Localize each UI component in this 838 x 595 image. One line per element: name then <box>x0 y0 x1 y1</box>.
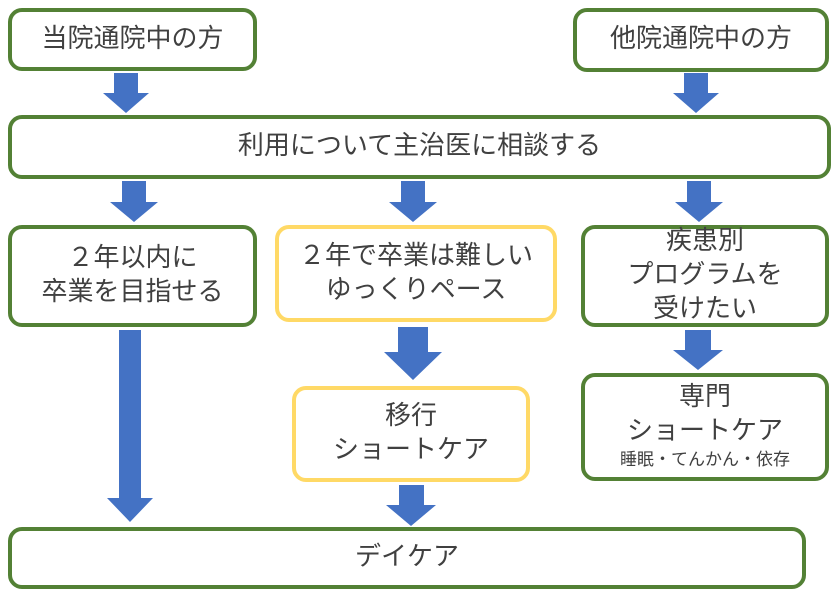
box-specialized-line2: ショートケア <box>626 416 783 447</box>
box-daycare: デイケア <box>8 527 806 589</box>
arrow-other-to-consult <box>673 73 719 113</box>
box-transition-line2: ショートケア <box>332 435 489 465</box>
box-daycare-text: デイケア <box>354 542 459 573</box>
box-current-patient: 当院通院中の方 <box>8 8 257 71</box>
box-consult-doctor: 利用について主治医に相談する <box>8 115 831 179</box>
box-disease-program-line2: プログラムを <box>627 260 783 291</box>
box-specialized-note: 睡眠・てんかん・依存 <box>620 449 790 470</box>
box-other-patient: 他院通院中の方 <box>573 8 829 72</box>
arrow-consult-to-slowpace <box>389 181 437 222</box>
box-disease-program-line3: 受けたい <box>652 293 757 324</box>
box-current-patient-text: 当院通院中の方 <box>41 23 224 54</box>
box-graduate-2y-line1: ２年以内に <box>67 243 198 274</box>
arrow-slowpace-to-transition <box>384 327 442 380</box>
arrow-graduate-to-daycare <box>107 330 153 522</box>
box-graduate-2y: ２年以内に 卒業を目指せる <box>8 225 257 327</box>
box-slow-pace-line1: ２年で卒業は難しい <box>298 240 533 271</box>
box-transition-line1: 移行 <box>384 401 437 432</box>
box-slow-pace-line2: ゆっくりペース <box>325 274 507 305</box>
box-graduate-2y-line2: 卒業を目指せる <box>41 277 224 307</box>
box-transition-shortcare: 移行 ショートケア <box>292 386 530 482</box>
box-slow-pace: ２年で卒業は難しい ゆっくりペース <box>275 225 557 322</box>
arrow-consult-to-graduate <box>110 181 158 222</box>
box-specialized-line1: 専門 <box>678 382 731 413</box>
box-consult-doctor-text: 利用について主治医に相談する <box>237 131 602 162</box>
box-other-patient-text: 他院通院中の方 <box>609 24 792 55</box>
box-disease-program: 疾患別 プログラムを 受けたい <box>581 225 829 327</box>
arrow-consult-to-disease <box>675 181 723 222</box>
box-disease-program-line1: 疾患別 <box>665 226 744 257</box>
arrow-disease-to-specialized <box>673 330 723 370</box>
box-specialized-shortcare: 専門 ショートケア 睡眠・てんかん・依存 <box>581 373 829 481</box>
arrow-transition-to-daycare <box>386 485 436 526</box>
arrow-current-to-consult <box>103 73 149 113</box>
